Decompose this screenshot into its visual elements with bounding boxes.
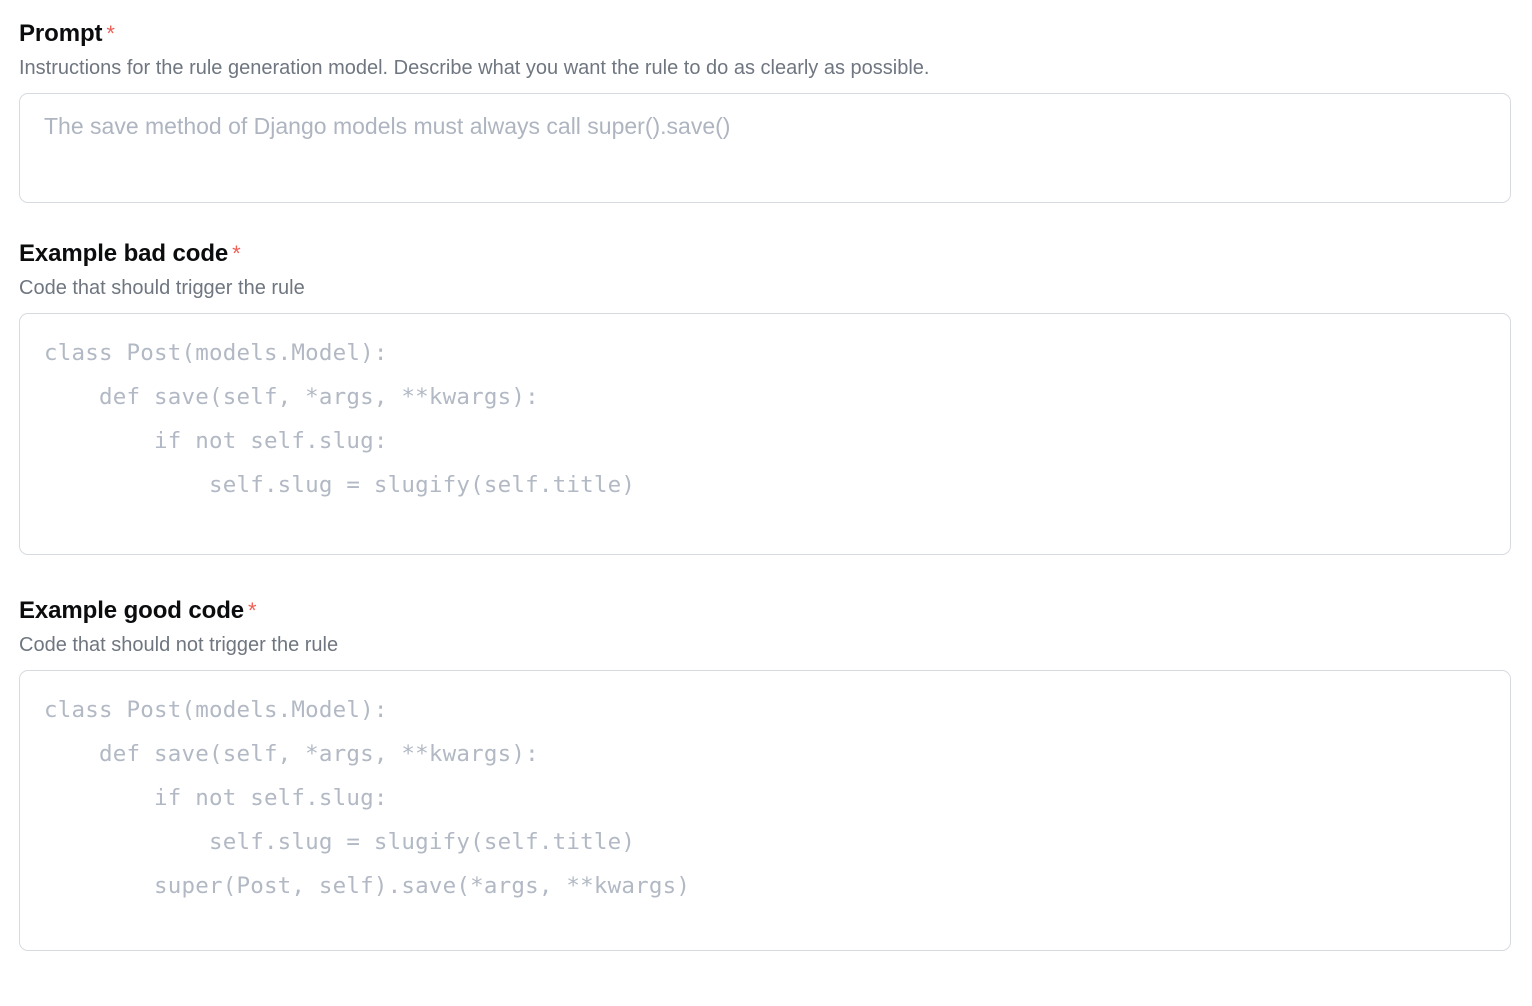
required-asterisk: *: [248, 598, 257, 623]
example-good-code-textarea[interactable]: class Post(models.Model): def save(self,…: [19, 670, 1511, 951]
prompt-textarea[interactable]: The save method of Django models must al…: [19, 93, 1511, 203]
example-good-code-label: Example good code*: [19, 596, 1511, 626]
example-good-code-description: Code that should not trigger the rule: [19, 634, 339, 656]
example-good-code-placeholder: class Post(models.Model): def save(self,…: [44, 697, 691, 899]
spacer-1: [19, 203, 1511, 239]
prompt-label: Prompt*: [19, 19, 1511, 49]
prompt-label-text: Prompt: [19, 20, 103, 47]
required-asterisk: *: [106, 21, 115, 46]
prompt-placeholder: The save method of Django models must al…: [44, 113, 731, 139]
prompt-description: Instructions for the rule generation mod…: [19, 57, 930, 79]
example-bad-code-textarea[interactable]: class Post(models.Model): def save(self,…: [19, 313, 1511, 555]
required-asterisk: *: [232, 241, 241, 266]
field-prompt: Prompt* Instructions for the rule genera…: [19, 19, 1511, 203]
rule-generation-form: Prompt* Instructions for the rule genera…: [19, 19, 1511, 951]
field-example-bad-code: Example bad code* Code that should trigg…: [19, 239, 1511, 555]
field-example-good-code: Example good code* Code that should not …: [19, 596, 1511, 951]
example-good-code-label-text: Example good code: [19, 597, 245, 624]
spacer-2: [19, 555, 1511, 596]
example-bad-code-label-text: Example bad code: [19, 240, 229, 267]
example-bad-code-label: Example bad code*: [19, 239, 1511, 269]
example-bad-code-description: Code that should trigger the rule: [19, 277, 305, 299]
example-bad-code-placeholder: class Post(models.Model): def save(self,…: [44, 340, 636, 498]
